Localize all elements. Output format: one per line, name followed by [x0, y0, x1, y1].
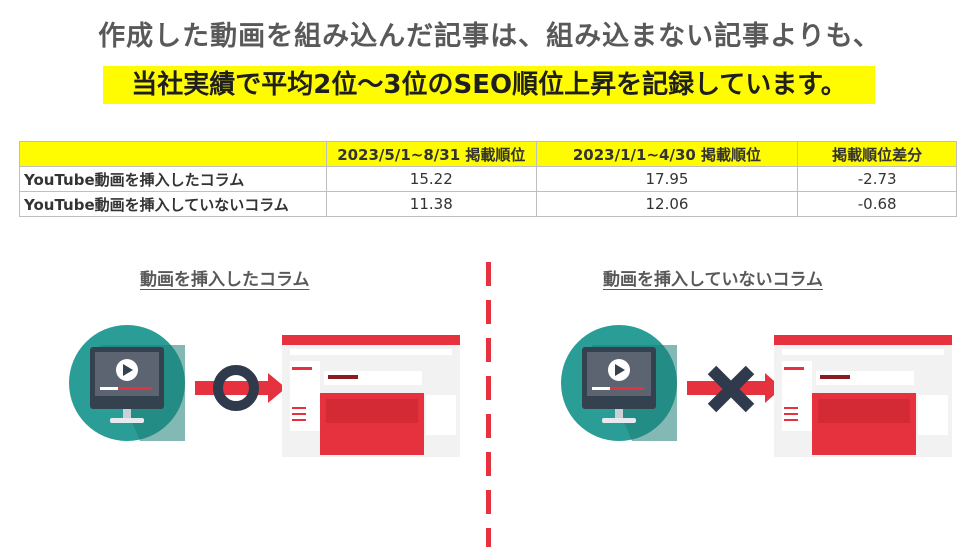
headline-line2: 当社実績で平均2位～3位のSEO順位上昇を記録しています。 [103, 66, 875, 104]
web-page-icon [282, 335, 460, 457]
circle-icon [213, 365, 259, 411]
table-cell: 11.38 [325, 191, 537, 217]
left-scene [69, 325, 460, 457]
table-cell: 12.06 [535, 191, 799, 217]
table-header-cell: 2023/5/1~8/31 掲載順位 [325, 141, 537, 167]
table-row: YouTube動画を挿入したコラム 15.22 17.95 -2.73 [19, 166, 957, 192]
comparison-table: 2023/5/1~8/31 掲載順位 2023/1/1~4/30 掲載順位 掲載… [19, 141, 957, 217]
right-panel-title: 動画を挿入していないコラム [603, 270, 823, 290]
table-cell: 15.22 [325, 166, 537, 192]
table-cell: 17.95 [535, 166, 799, 192]
right-scene [561, 325, 952, 457]
web-page-icon [774, 335, 952, 457]
arrow-head-icon [765, 373, 782, 403]
video-monitor-icon [561, 325, 677, 441]
table-row: YouTube動画を挿入していないコラム 11.38 12.06 -0.68 [19, 191, 957, 217]
video-monitor-icon [69, 325, 185, 441]
arrow-head-icon [268, 373, 286, 403]
cross-icon [707, 365, 755, 413]
table-header-cell: 掲載順位差分 [797, 141, 957, 167]
table-header-row: 2023/5/1~8/31 掲載順位 2023/1/1~4/30 掲載順位 掲載… [19, 141, 957, 167]
table-cell: -2.73 [797, 166, 957, 192]
row-label: YouTube動画を挿入したコラム [19, 166, 327, 192]
row-label: YouTube動画を挿入していないコラム [19, 191, 327, 217]
headline-line1: 作成した動画を組み込んだ記事は、組み込まない記事よりも、 [98, 21, 881, 52]
left-panel-title: 動画を挿入したコラム [140, 270, 310, 290]
table-header-cell [19, 141, 327, 167]
dashed-divider [486, 262, 491, 547]
table-cell: -0.68 [797, 191, 957, 217]
table-header-cell: 2023/1/1~4/30 掲載順位 [535, 141, 799, 167]
